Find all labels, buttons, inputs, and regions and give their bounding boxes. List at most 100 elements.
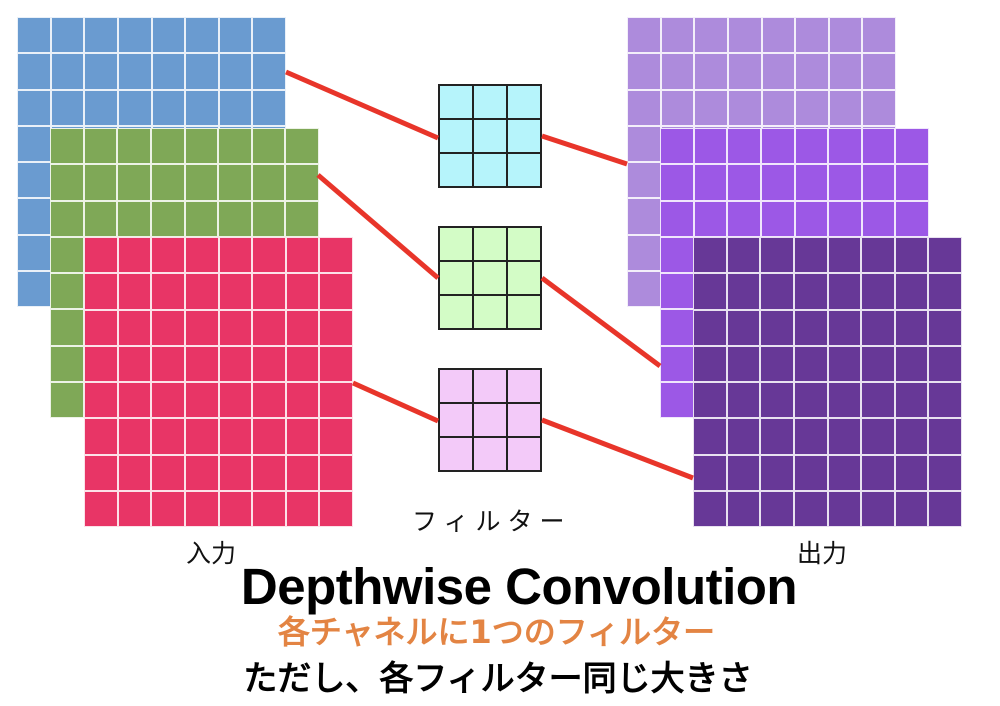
grid-cell [439,261,473,295]
grid-cell [660,128,694,165]
filter-cyan [438,84,542,188]
grid-cell [218,382,253,419]
grid-cell [319,382,353,419]
grid-cell [84,17,118,54]
grid-cell [795,17,829,54]
grid-cell [726,382,761,419]
grid-cell [861,454,895,491]
grid-cell [218,345,253,382]
grid-cell [507,369,541,403]
grid-cell [828,53,863,90]
grid-cell [285,309,320,346]
grid-cell [507,437,541,471]
grid-cell [319,454,353,491]
grid-cell [184,200,219,237]
grid-cell [117,237,152,274]
grid-cell [795,53,829,90]
grid-cell [252,309,286,346]
grid-cell [861,382,895,419]
grid-cell [117,164,151,201]
grid-cell [828,128,862,165]
grid-cell [319,309,353,346]
grid-cell [827,345,862,382]
grid-cell [828,164,862,201]
grid-cell [117,345,152,382]
grid-cell [861,200,896,237]
input-channel-red [84,237,353,527]
grid-cell [660,381,694,418]
grid-cell [827,309,862,346]
grid-cell [151,490,185,527]
grid-cell [117,273,152,310]
grid-cell [827,273,862,310]
grid-cell [793,345,828,382]
grid-cell [218,164,252,201]
grid-cell [50,164,84,201]
grid-cell [828,200,862,237]
grid-cell [793,454,828,491]
grid-cell [285,200,319,237]
grid-cell [507,261,541,295]
grid-cell [184,309,219,346]
grid-cell [895,164,929,201]
grid-cell [694,53,728,90]
connector-red-to-filter [351,380,440,424]
grid-cell [117,128,151,165]
grid-cell [439,369,473,403]
grid-cell [827,237,862,274]
grid-cell [727,89,762,126]
grid-cell [252,382,286,419]
grid-cell [285,164,319,201]
grid-cell [84,273,118,310]
grid-cell [928,382,962,419]
grid-cell [252,454,286,491]
grid-cell [727,17,762,54]
grid-cell [83,200,118,237]
grid-cell [693,164,728,201]
grid-cell [285,128,319,165]
grid-cell [928,418,962,455]
grid-cell [84,454,118,491]
grid-cell [660,200,694,237]
grid-cell [627,270,661,307]
grid-cell [151,273,185,310]
grid-cell [473,295,507,329]
grid-cell [17,270,51,307]
grid-cell [84,418,118,455]
grid-cell [218,273,253,310]
grid-cell [660,89,695,126]
grid-cell [894,490,929,527]
diagram-title: Depthwise Convolution [240,558,798,615]
grid-cell [693,128,728,165]
grid-cell [218,53,253,90]
grid-cell [473,85,507,119]
grid-cell [473,437,507,471]
grid-cell [184,164,219,201]
grid-cell [928,273,962,310]
grid-cell [218,454,253,491]
grid-cell [151,17,186,54]
grid-cell [17,125,51,162]
grid-cell [726,418,761,455]
grid-cell [252,237,286,274]
grid-cell [150,200,185,237]
grid-cell [828,17,863,54]
grid-cell [319,418,353,455]
grid-cell [285,454,320,491]
grid-cell [17,53,51,90]
grid-cell [726,454,761,491]
grid-cell [928,309,962,346]
grid-cell [84,382,118,419]
grid-cell [861,164,896,201]
grid-cell [50,17,85,54]
grid-cell [761,89,796,126]
grid-cell [184,490,219,527]
output-channel-dark-purple [693,237,962,527]
grid-cell [439,227,473,261]
diagram-note: ただし、各フィルター同じ大きさ [243,659,753,699]
grid-cell [928,345,962,382]
grid-cell [473,153,507,187]
grid-cell [50,53,85,90]
connector-filter-to-light-purple [541,133,628,167]
grid-cell [84,490,118,527]
